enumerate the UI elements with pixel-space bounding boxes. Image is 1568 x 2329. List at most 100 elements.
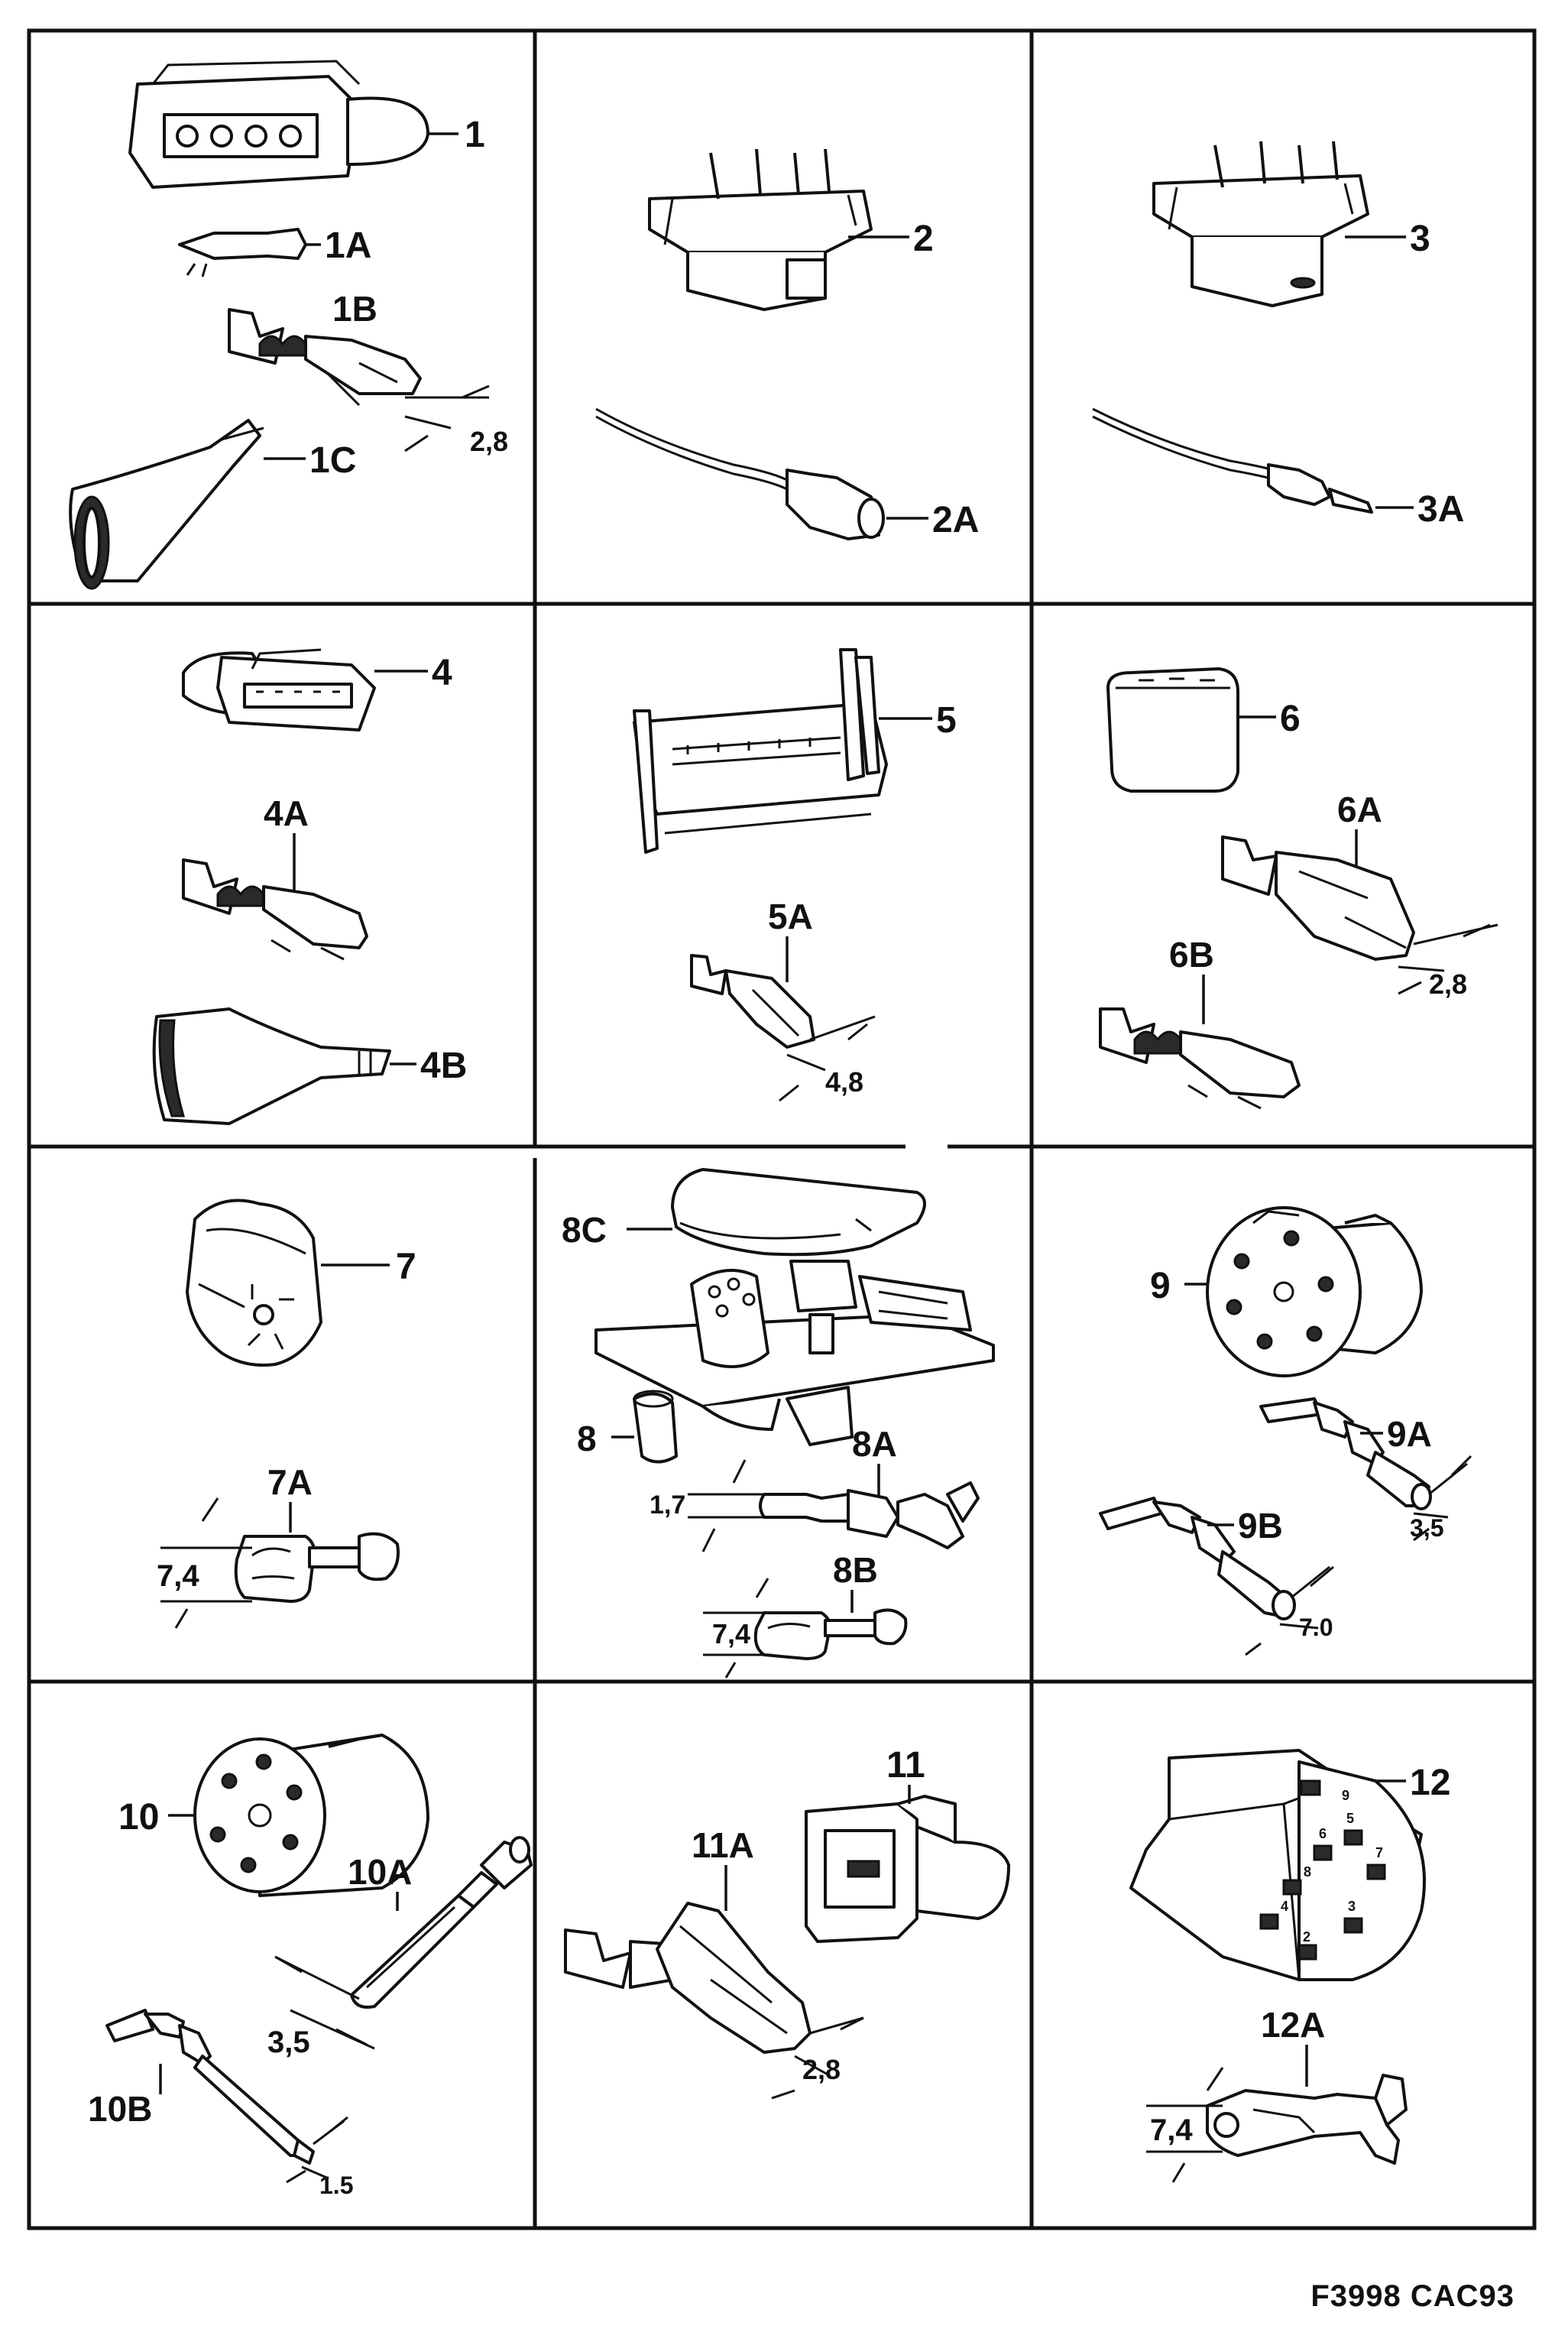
connector-10-drawing bbox=[193, 1734, 429, 1897]
panel-11: 11 11A 2,8 bbox=[564, 1745, 1010, 2100]
part-label-7A: 7A bbox=[267, 1462, 313, 1502]
part-label-9: 9 bbox=[1150, 1266, 1171, 1306]
dimension-label-11A: 2,8 bbox=[802, 2054, 841, 2085]
terminal-6A-drawing bbox=[1221, 835, 1415, 961]
dimension-11A bbox=[771, 2016, 864, 2100]
panel-5: 5 5A 4,8 bbox=[633, 648, 957, 1102]
boot-1C-drawing bbox=[69, 419, 264, 590]
dimension-9B bbox=[1245, 1565, 1334, 1656]
dimension-label-7A: 7,4 bbox=[157, 1559, 199, 1593]
dimension-10B bbox=[286, 2116, 348, 2184]
dimension-label-5A: 4,8 bbox=[825, 1066, 863, 1098]
part-label-5: 5 bbox=[936, 700, 957, 741]
dimension-1B bbox=[404, 384, 490, 453]
pin-number: 4 bbox=[1281, 1899, 1288, 1914]
connector-9-drawing bbox=[1206, 1206, 1423, 1377]
part-label-12A: 12A bbox=[1261, 2005, 1325, 2045]
part-label-10: 10 bbox=[118, 1797, 159, 1838]
part-label-1B: 1B bbox=[332, 289, 377, 329]
connector-12-drawing: 9 5 6 7 8 4 3 2 bbox=[1129, 1749, 1426, 1981]
terminal-11A-drawing bbox=[564, 1902, 812, 2054]
part-label-6: 6 bbox=[1280, 699, 1301, 739]
connector-7-drawing bbox=[186, 1199, 322, 1367]
part-label-4: 4 bbox=[432, 653, 452, 693]
panel-grid bbox=[27, 28, 1537, 2230]
part-label-9A: 9A bbox=[1387, 1414, 1432, 1454]
part-label-8C: 8C bbox=[562, 1210, 607, 1250]
pin-number: 9 bbox=[1342, 1788, 1349, 1803]
lead-3A-drawing bbox=[1092, 407, 1373, 514]
terminal-9A-drawing bbox=[1259, 1397, 1432, 1510]
part-label-1: 1 bbox=[465, 115, 485, 155]
terminal-10A-drawing bbox=[350, 1836, 533, 2009]
dimension-5A bbox=[779, 1015, 876, 1102]
panel-8: 8C 8 8A 1,7 bbox=[562, 1168, 995, 1679]
dimension-9A bbox=[1413, 1455, 1472, 1542]
boot-4B-drawing bbox=[152, 1007, 391, 1125]
part-label-8B: 8B bbox=[833, 1550, 878, 1590]
panel-4: 4 4A 4B bbox=[152, 648, 467, 1125]
relay-socket-3-drawing bbox=[1152, 141, 1369, 307]
part-label-4A: 4A bbox=[264, 793, 309, 833]
panel-9: 9 9A 3,5 9B 7.0 bbox=[1099, 1206, 1472, 1656]
dimension-label-8B: 7,4 bbox=[712, 1618, 750, 1649]
dimension-10A bbox=[274, 1955, 375, 2050]
terminal-1A-drawing bbox=[178, 228, 307, 277]
dimension-label-10B: 1.5 bbox=[319, 2172, 353, 2199]
terminal-1B-drawing bbox=[228, 308, 422, 407]
part-label-1A: 1A bbox=[325, 225, 371, 266]
circuit-board-8-drawing bbox=[594, 1260, 995, 1464]
dimension-8A bbox=[688, 1459, 772, 1552]
part-label-10A: 10A bbox=[348, 1852, 412, 1892]
dimension-8B bbox=[703, 1578, 772, 1679]
pin-number: 7 bbox=[1375, 1845, 1383, 1860]
terminal-8A-drawing bbox=[759, 1481, 980, 1549]
cover-8C-drawing bbox=[671, 1168, 926, 1257]
terminal-9B-drawing bbox=[1099, 1497, 1296, 1620]
panel-10: 10 10A 3,5 10B 1.5 bbox=[88, 1734, 533, 2199]
relay-6-drawing bbox=[1106, 667, 1239, 793]
relay-socket-2-drawing bbox=[648, 148, 873, 311]
pin-number: 8 bbox=[1304, 1864, 1311, 1880]
part-label-2: 2 bbox=[913, 219, 934, 259]
part-label-12: 12 bbox=[1410, 1763, 1450, 1803]
part-label-8A: 8A bbox=[852, 1424, 897, 1464]
pin-number: 3 bbox=[1348, 1899, 1356, 1914]
terminal-8B-drawing bbox=[753, 1608, 908, 1660]
dimension-label-10A: 3,5 bbox=[267, 2026, 310, 2059]
pin-number: 5 bbox=[1346, 1811, 1354, 1826]
part-label-10B: 10B bbox=[88, 2089, 152, 2129]
part-label-9B: 9B bbox=[1238, 1506, 1283, 1546]
connector-11-drawing bbox=[805, 1795, 1010, 1943]
dimension-6A bbox=[1398, 923, 1498, 995]
panel-2: 2 2A bbox=[595, 148, 979, 540]
part-label-6B: 6B bbox=[1169, 935, 1214, 975]
connector-1-drawing bbox=[128, 60, 429, 189]
dimension-12A bbox=[1146, 2067, 1224, 2183]
terminal-10B-drawing bbox=[105, 2009, 315, 2165]
part-label-1C: 1C bbox=[309, 440, 356, 481]
terminal-4A-drawing bbox=[182, 858, 368, 961]
terminal-7A-drawing bbox=[234, 1532, 400, 1603]
part-label-7: 7 bbox=[396, 1247, 416, 1287]
part-label-4B: 4B bbox=[420, 1046, 467, 1086]
panel-7: 7 7A 7,4 bbox=[157, 1199, 416, 1629]
panel-12: 9 5 6 7 8 4 3 2 12 12A 7,4 bbox=[1129, 1749, 1450, 2183]
dimension-label-9A: 3,5 bbox=[1410, 1514, 1443, 1542]
dimension-label-9B: 7.0 bbox=[1299, 1614, 1333, 1641]
lead-2A-drawing bbox=[595, 407, 885, 540]
terminal-12A-drawing bbox=[1206, 2074, 1408, 2165]
part-label-11: 11 bbox=[886, 1745, 925, 1786]
figure-code: F3998 CAC93 bbox=[1310, 2279, 1515, 2313]
dimension-label-1B: 2,8 bbox=[470, 426, 508, 457]
terminal-5A-drawing bbox=[690, 954, 815, 1049]
panel-1: 1 1A 1B 2,8 1C bbox=[69, 60, 508, 590]
dimension-7A bbox=[160, 1497, 252, 1629]
dimension-label-12A: 7,4 bbox=[1150, 2113, 1193, 2147]
panel-6: 6 6A 2,8 6B bbox=[1099, 667, 1498, 1110]
part-label-3: 3 bbox=[1410, 219, 1430, 259]
connector-4-drawing bbox=[182, 648, 376, 731]
part-label-11A: 11A bbox=[692, 1825, 754, 1865]
part-label-6A: 6A bbox=[1337, 790, 1382, 829]
